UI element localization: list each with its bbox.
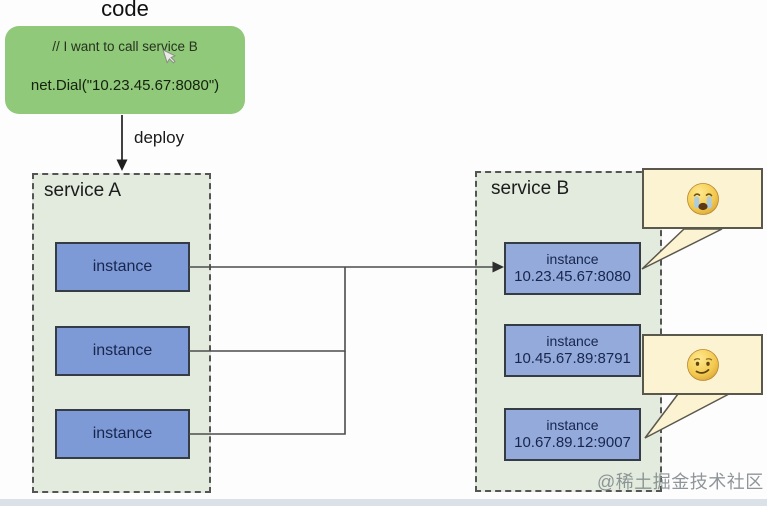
service-b-instance-3: instance 10.67.89.12:9007 (504, 408, 641, 461)
service-a-label: service A (44, 180, 122, 201)
instance-address: 10.67.89.12:9007 (514, 433, 631, 451)
instance-label: instance (92, 342, 153, 360)
service-a-container: service A instance instance instance (32, 173, 211, 493)
service-b-label: service B (491, 178, 570, 199)
instance-label: instance (92, 425, 153, 443)
instance-label: instance (546, 417, 599, 434)
service-a-instance-2: instance (55, 326, 190, 376)
deploy-arrow-label: deploy (134, 128, 185, 147)
deploy-arrow (116, 115, 128, 171)
speech-bubble-crying (642, 168, 763, 229)
mouse-cursor-icon (162, 47, 178, 72)
instance-label: instance (546, 333, 599, 350)
bottom-edge-strip (0, 499, 767, 506)
instance-connectors (189, 266, 493, 435)
service-b-container: service B instance 10.23.45.67:8080 inst… (475, 171, 662, 492)
speech-bubble-smirking (642, 334, 763, 395)
watermark-text: @稀土掘金技术社区 (597, 472, 764, 492)
service-a-instance-1: instance (55, 242, 190, 292)
code-comment-line: // I want to call service B (52, 39, 198, 54)
instance-label: instance (92, 258, 153, 276)
instance-address: 10.45.67.89:8791 (514, 349, 631, 367)
instance-label: instance (546, 251, 599, 268)
code-snippet-box: // I want to call service B net.Dial("10… (5, 26, 245, 114)
service-a-instance-3: instance (55, 409, 190, 459)
code-section-title: code (101, 0, 149, 21)
service-b-instance-1: instance 10.23.45.67:8080 (504, 242, 641, 295)
smirking-face-icon (686, 348, 719, 381)
service-b-instance-2: instance 10.45.67.89:8791 (504, 324, 641, 377)
instance-address: 10.23.45.67:8080 (514, 267, 631, 285)
loudly-crying-face-icon (686, 182, 719, 215)
code-dial-line: net.Dial("10.23.45.67:8080") (30, 77, 220, 94)
